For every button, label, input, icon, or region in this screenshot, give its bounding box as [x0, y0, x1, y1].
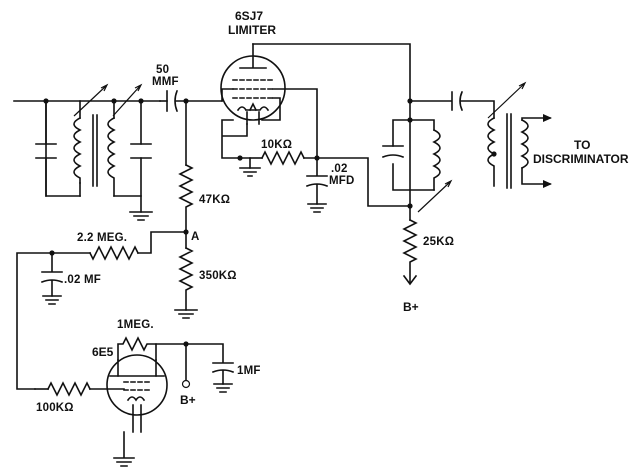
grid-resistor-chain: 47KΩ A 350KΩ — [174, 100, 237, 319]
resistor-1meg — [117, 336, 157, 361]
res-1meg-label: 1MEG. — [117, 319, 154, 331]
output-to-label: TO — [574, 138, 590, 152]
res-25k-label: 25KΩ — [423, 236, 454, 248]
bplus-eye-label: B+ — [180, 393, 196, 407]
tube-eye-label: 6E5 — [92, 345, 114, 359]
input-if-transformer — [13, 83, 161, 221]
res-350k-label: 350KΩ — [199, 270, 237, 282]
output-dest-label: DISCRIMINATOR — [533, 152, 629, 166]
capacitor-02mfd — [305, 157, 329, 213]
cap-02mf-label: .02 MF — [64, 274, 101, 286]
cap-1mf-label: 1MF — [237, 365, 261, 377]
cap-coupling-unit: MMF — [152, 76, 179, 88]
capacitor-02mf — [40, 252, 64, 305]
plate-tank-circuit: 25KΩ B+ TO DISCRIMINATOR — [252, 43, 629, 314]
coupling-capacitor-50mmf: 50 MMF — [152, 64, 223, 113]
resistor-350k — [178, 246, 194, 311]
cap-screen-unit: MFD — [329, 175, 355, 187]
cap-coupling-value: 50 — [156, 64, 169, 76]
res-22meg-label: 2.2 MEG. — [77, 232, 127, 244]
node-a-label: A — [191, 231, 200, 243]
res-47k-label: 47KΩ — [199, 194, 230, 206]
bplus-plate-label: B+ — [403, 300, 419, 314]
avc-filter-network: 2.2 MEG. .02 MF — [16, 231, 187, 390]
ground-symbol — [129, 211, 153, 221]
res-10k-label: 10KΩ — [261, 139, 292, 151]
primary-tank-capacitor — [35, 100, 57, 197]
tube-6sj7: 6SJ7 LIMITER — [220, 9, 318, 177]
resistor-2-2meg — [88, 245, 140, 261]
tube-6e5: 100KΩ 6E5 1MEG. B+ 1MF — [34, 319, 261, 467]
resistor-47k — [178, 163, 194, 233]
tube-limiter-name: LIMITER — [228, 23, 276, 37]
screen-supply: 10KΩ .02 MFD — [249, 139, 411, 213]
plate-tank-capacitor — [381, 145, 405, 159]
resistor-100k — [46, 381, 92, 397]
tube-limiter-type: 6SJ7 — [235, 9, 263, 23]
resistor-25k — [402, 218, 418, 283]
resistor-10k — [260, 150, 306, 166]
cap-screen-value: .02 — [331, 163, 348, 175]
secondary-tank-capacitor — [130, 100, 152, 213]
res-100k-label: 100KΩ — [36, 402, 74, 414]
